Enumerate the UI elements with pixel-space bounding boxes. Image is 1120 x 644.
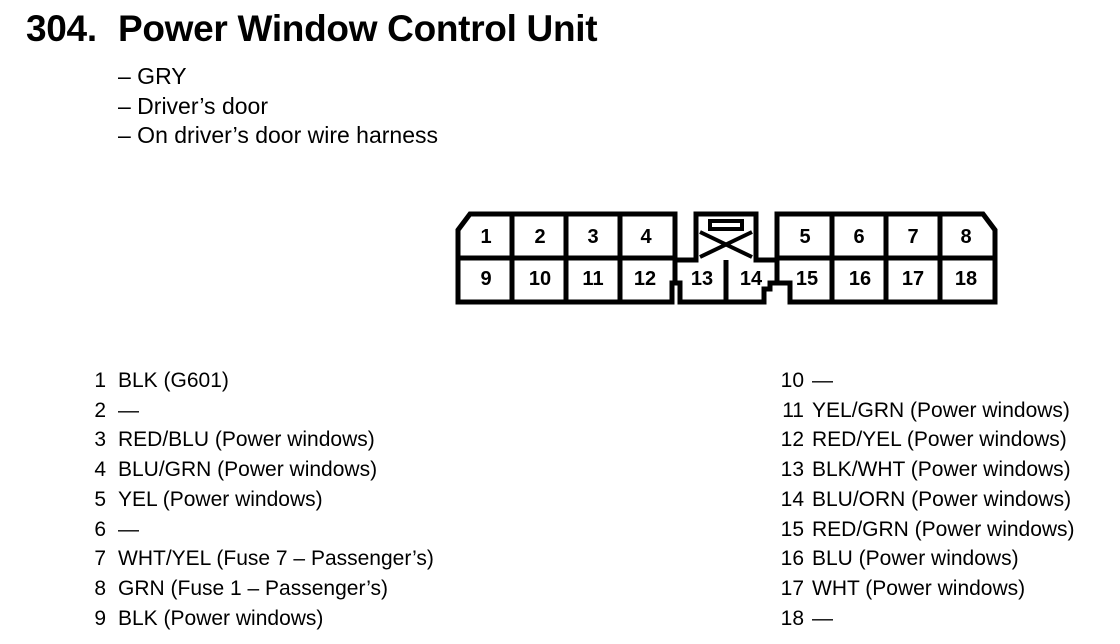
pin-desc: BLK/WHT (Power windows) [812, 458, 1071, 482]
pin-row: 3 RED/BLU (Power windows) [78, 425, 434, 455]
pin-id: 7 [94, 547, 106, 571]
note-color: – GRY [118, 63, 187, 89]
pin-desc: WHT (Power windows) [812, 576, 1026, 600]
pin-id: 18 [780, 606, 804, 630]
pin-id: 5 [94, 487, 106, 511]
pin-desc: GRN (Fuse 1 – Passenger’s) [118, 576, 388, 600]
pin-row: 18 — [766, 604, 1075, 634]
pin-number-18: 18 [955, 268, 977, 290]
pin-row: 2— [78, 396, 434, 426]
pin-row: 17 WHT (Power windows) [766, 574, 1075, 604]
pin-number-8: 8 [960, 226, 971, 248]
pin-desc: BLU (Power windows) [812, 547, 1019, 571]
pin-row: 9 BLK (Power windows) [78, 604, 434, 634]
pin-desc: — [118, 398, 139, 422]
pin-id: 8 [94, 576, 106, 600]
pin-desc: RED/YEL (Power windows) [812, 428, 1067, 452]
pin-number-1: 1 [480, 226, 491, 248]
pin-desc: BLU/ORN (Power windows) [812, 487, 1072, 511]
pin-list-right: 10 — 11 YEL/GRN (Power windows) 12 RED/YEL … [766, 366, 1075, 633]
note-location: – Driver’s door [118, 92, 268, 119]
component-title: Power Window Control Unit [118, 8, 598, 49]
pin-row: 1 BLK (G601) [78, 366, 434, 396]
pin-id: 11 [782, 398, 804, 422]
pin-number-16: 16 [849, 268, 871, 290]
pin-number-3: 3 [587, 226, 598, 248]
pin-desc: RED/BLU (Power windows) [118, 428, 375, 452]
pin-number-6: 6 [853, 226, 864, 248]
pin-number-9: 9 [480, 268, 491, 290]
pin-id: 17 [780, 576, 804, 600]
pin-id: 16 [780, 547, 804, 571]
pin-id: 15 [780, 517, 804, 541]
pin-row: 6— [78, 515, 434, 545]
pin-id: 4 [94, 458, 106, 482]
pin-id: 1 [94, 369, 106, 392]
pin-row: 12 RED/YEL (Power windows) [766, 425, 1075, 455]
pin-number-15: 15 [796, 268, 818, 290]
pin-desc: — [812, 606, 833, 630]
pin-row: 7 WHT/YEL (Fuse 7 – Passenger’s) [78, 544, 434, 574]
pin-id: 14 [780, 487, 804, 511]
pin-number-5: 5 [799, 226, 810, 248]
pin-desc: YEL/GRN (Power windows) [812, 398, 1070, 422]
pin-row: 14 BLU/ORN (Power windows) [766, 485, 1075, 515]
pin-number-11: 11 [582, 268, 603, 290]
pin-desc: — [812, 369, 833, 392]
connector-latch [699, 219, 753, 259]
pin-number-14: 14 [740, 268, 763, 290]
pin-desc: BLK (Power windows) [118, 606, 324, 630]
pin-number-7: 7 [907, 226, 918, 248]
note-harness: – On driver’s door wire harness [118, 122, 439, 148]
pin-number-2: 2 [534, 226, 545, 248]
pin-desc: BLK (G601) [118, 369, 229, 392]
pin-number-13: 13 [691, 268, 713, 290]
pin-number-12: 12 [634, 268, 656, 290]
section-number: 304. [26, 8, 97, 49]
pin-desc: RED/GRN (Power windows) [812, 517, 1075, 541]
pin-row: 11 YEL/GRN (Power windows) [766, 396, 1075, 426]
pin-id: 2 [94, 398, 106, 422]
pin-id: 10 [780, 369, 804, 392]
pin-number-10: 10 [529, 268, 551, 290]
component-notes: – GRY – Driver’s door – On driver’s door… [118, 62, 438, 151]
pin-desc: WHT/YEL (Fuse 7 – Passenger’s) [118, 547, 434, 571]
pin-row: 13 BLK/WHT (Power windows) [766, 455, 1075, 485]
page-title: 304. Power Window Control Unit [26, 8, 598, 50]
pin-id: 6 [94, 517, 106, 541]
pin-row: 5 YEL (Power windows) [78, 485, 434, 515]
pin-row: 15 RED/GRN (Power windows) [766, 515, 1075, 545]
pin-row: 4 BLU/GRN (Power windows) [78, 455, 434, 485]
pin-row: 10 — [766, 366, 1075, 396]
pin-desc: BLU/GRN (Power windows) [118, 458, 378, 482]
pin-row: 16 BLU (Power windows) [766, 544, 1075, 574]
pin-row: 8 GRN (Fuse 1 – Passenger’s) [78, 574, 434, 604]
pin-desc: YEL (Power windows) [118, 487, 323, 511]
pin-desc: — [118, 517, 139, 541]
pin-id: 12 [780, 428, 804, 452]
pin-id: 9 [94, 606, 106, 630]
pin-number-17: 17 [902, 268, 924, 290]
pin-id: 3 [94, 428, 106, 452]
pin-number-4: 4 [640, 226, 652, 248]
pin-id: 13 [780, 458, 804, 482]
